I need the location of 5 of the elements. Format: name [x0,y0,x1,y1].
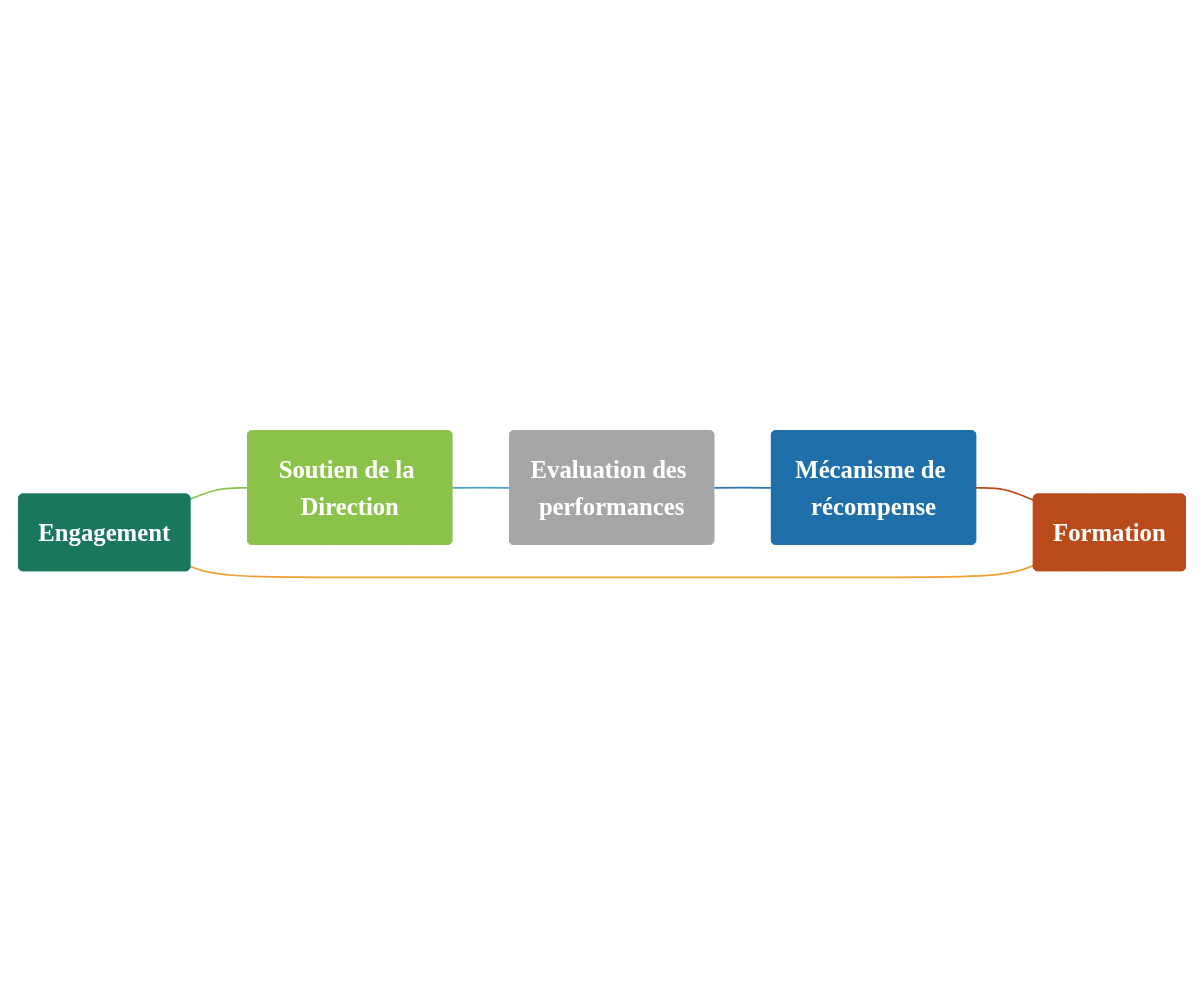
connector [975,486,1035,501]
connector [451,486,511,489]
connector [189,486,249,500]
connector [189,564,1035,578]
connector [713,486,773,489]
